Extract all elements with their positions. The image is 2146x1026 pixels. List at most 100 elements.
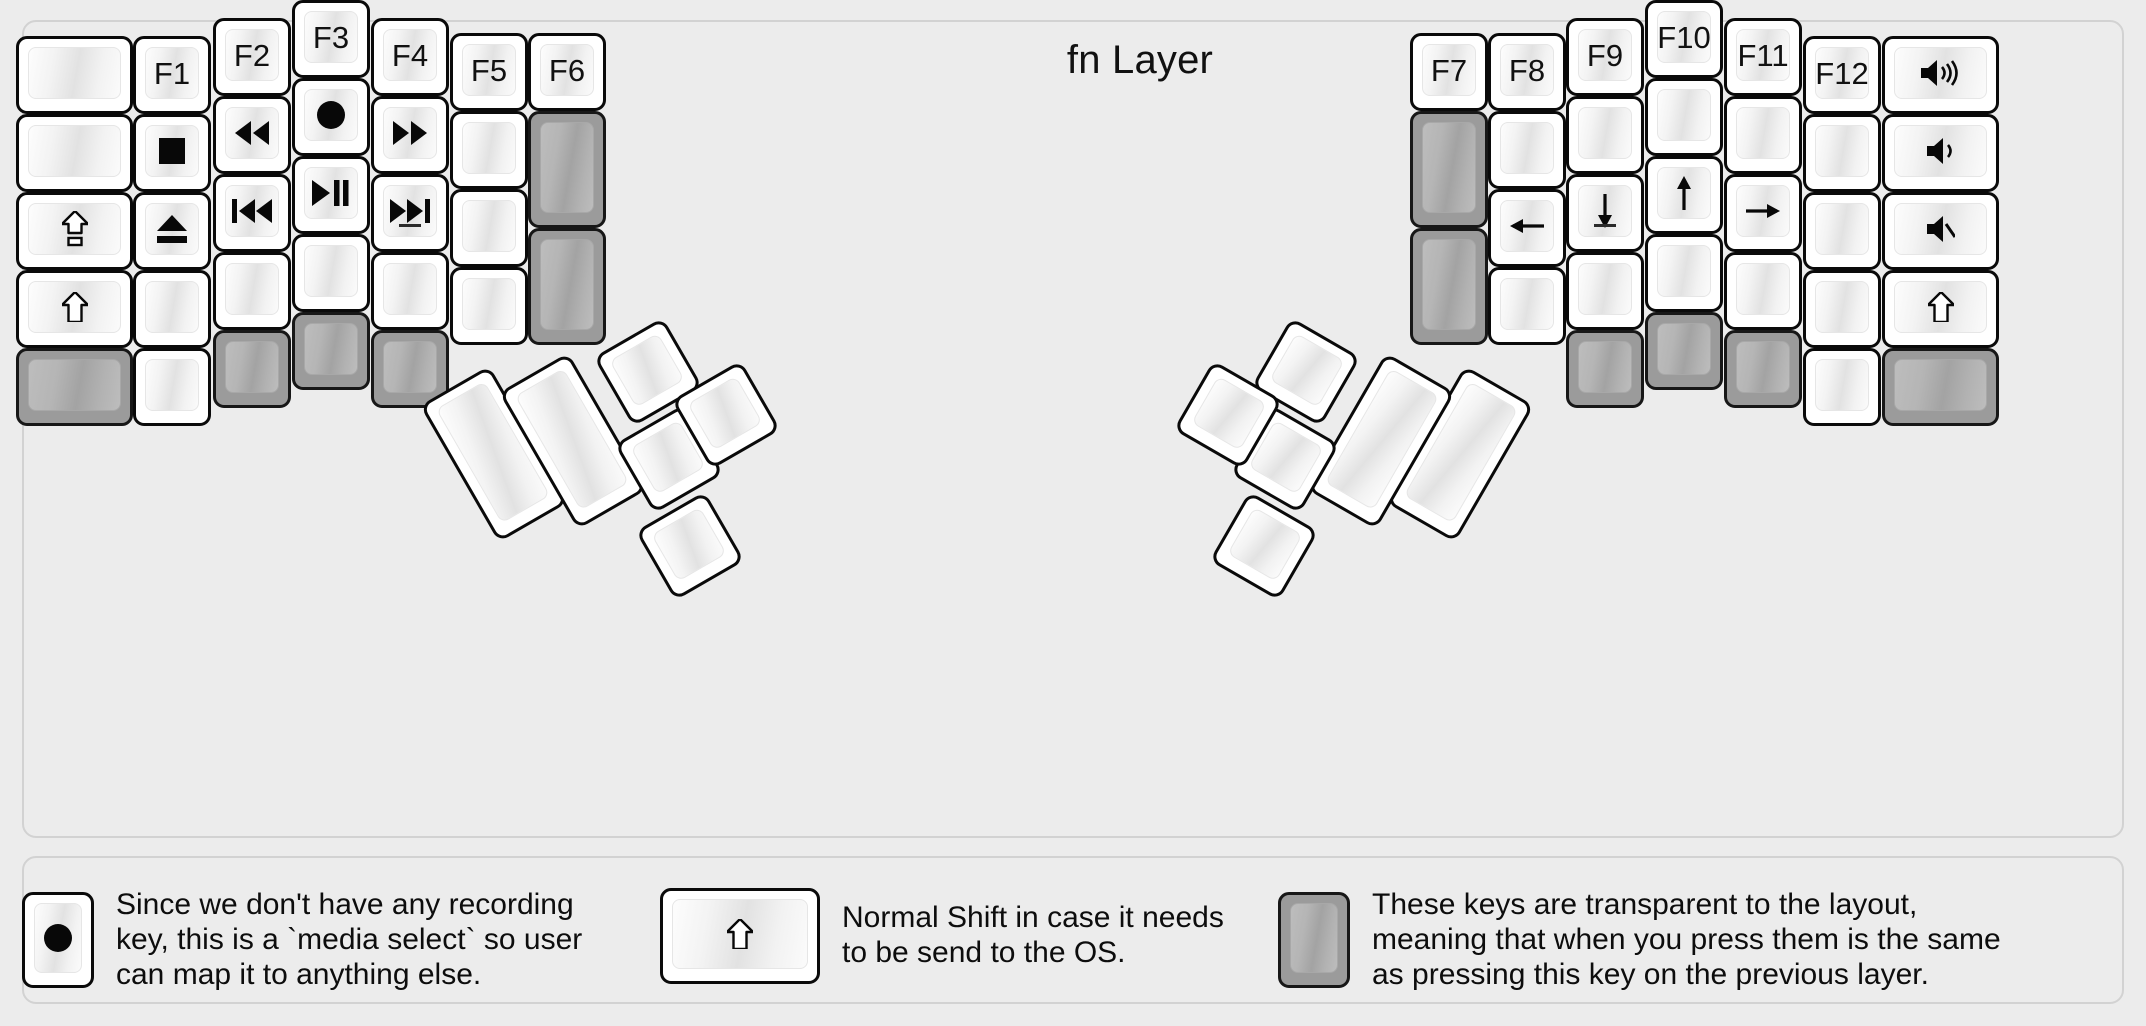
col-middle-key-1[interactable]: F3 <box>292 0 370 78</box>
col-ring-key-2[interactable] <box>1724 96 1802 174</box>
col-inner-extra-key-2[interactable] <box>528 111 606 228</box>
col-pinky-key-5[interactable] <box>1803 348 1881 426</box>
col-pinky-key-1[interactable]: F1 <box>133 36 211 114</box>
key-cap-surface <box>383 341 437 393</box>
col-index-inner-key-2[interactable] <box>450 111 528 189</box>
key-cap-surface <box>28 47 121 99</box>
key-cap-surface <box>462 200 516 252</box>
key-cap-surface <box>1657 245 1711 297</box>
col-pinky-outer-key-5[interactable] <box>1882 348 1999 426</box>
key-cap-surface <box>34 903 82 974</box>
homing-bar <box>1594 224 1616 227</box>
col-pinky-key-3[interactable] <box>1803 192 1881 270</box>
key-legend-stack <box>1501 279 1553 329</box>
col-ring-key-4[interactable] <box>1724 252 1802 330</box>
col-index-inner-key-3[interactable] <box>450 189 528 267</box>
col-index-inner-key-1[interactable]: F5 <box>450 33 528 111</box>
col-pinky-key-1[interactable]: F12 <box>1803 36 1881 114</box>
key-legend-stack <box>1193 377 1266 449</box>
col-index-inner-key-3[interactable] <box>1488 189 1566 267</box>
col-middle-key-5[interactable] <box>1645 312 1723 390</box>
media-record-icon <box>44 924 72 953</box>
arrow-up-icon <box>1673 176 1695 210</box>
col-pinky-outer-key-3[interactable] <box>16 192 133 270</box>
col-ring-key-5[interactable] <box>213 330 291 408</box>
col-middle-key-3[interactable] <box>1645 156 1723 234</box>
col-pinky-key-4[interactable] <box>1803 270 1881 348</box>
col-index-key-1[interactable]: F9 <box>1566 18 1644 96</box>
col-middle-key-4[interactable] <box>292 234 370 312</box>
col-ring-key-2[interactable] <box>213 96 291 174</box>
key-legend-stack <box>1423 240 1475 329</box>
col-middle-key-2[interactable] <box>1645 78 1723 156</box>
col-pinky-outer-key-1[interactable] <box>1882 36 1999 114</box>
key-cap-surface <box>145 125 199 177</box>
key-cap-surface <box>28 125 121 177</box>
key-legend-stack <box>1271 334 1344 406</box>
col-ring-key-1[interactable]: F11 <box>1724 18 1802 96</box>
key-legend-stack <box>1579 264 1631 314</box>
key-legend-stack <box>1579 342 1631 392</box>
key-cap-surface <box>462 278 516 330</box>
col-inner-extra-key-1[interactable]: F7 <box>1410 33 1488 111</box>
col-inner-extra-key-3[interactable] <box>528 228 606 345</box>
col-pinky-outer-key-5[interactable] <box>16 348 133 426</box>
col-ring-key-1[interactable]: F2 <box>213 18 291 96</box>
key-legend-stack: F6 <box>541 45 593 95</box>
arrow-left-icon <box>1510 215 1544 237</box>
col-middle-key-3[interactable] <box>292 156 370 234</box>
col-index-inner-key-4[interactable] <box>450 267 528 345</box>
col-index-key-2[interactable] <box>1566 96 1644 174</box>
col-ring-key-4[interactable] <box>213 252 291 330</box>
key-cap-surface <box>672 899 808 969</box>
col-index-key-3[interactable] <box>371 174 449 252</box>
col-index-key-5[interactable] <box>1566 330 1644 408</box>
key-cap-surface <box>225 185 279 237</box>
key-label: F9 <box>1586 37 1624 73</box>
legend-media-select: Since we don't have any recording key, t… <box>22 888 582 992</box>
col-pinky-outer-key-3[interactable] <box>1882 192 1999 270</box>
col-index-inner-key-2[interactable] <box>1488 111 1566 189</box>
key-legend-stack: F1 <box>146 48 198 98</box>
col-pinky-key-2[interactable] <box>1803 114 1881 192</box>
col-pinky-outer-key-2[interactable] <box>1882 114 1999 192</box>
key-cap-surface <box>540 239 594 330</box>
page-title: fn Layer <box>1066 38 1214 82</box>
col-middle-key-1[interactable]: F10 <box>1645 0 1723 78</box>
col-inner-extra-key-2[interactable] <box>1410 111 1488 228</box>
col-middle-key-5[interactable] <box>292 312 370 390</box>
col-index-inner-key-1[interactable]: F8 <box>1488 33 1566 111</box>
key-legend-stack: F10 <box>1658 12 1710 62</box>
key-legend-stack <box>1816 282 1868 332</box>
col-middle-key-2[interactable] <box>292 78 370 156</box>
key-legend-stack <box>29 204 120 254</box>
col-inner-extra-key-1[interactable]: F6 <box>528 33 606 111</box>
col-middle-key-4[interactable] <box>1645 234 1723 312</box>
col-pinky-key-4[interactable] <box>133 270 211 348</box>
col-index-inner-key-4[interactable] <box>1488 267 1566 345</box>
key-cap-surface: F4 <box>383 29 437 81</box>
col-pinky-outer-key-2[interactable] <box>16 114 133 192</box>
key-cap-surface <box>1227 506 1303 582</box>
col-ring-key-5[interactable] <box>1724 330 1802 408</box>
col-inner-extra-key-3[interactable] <box>1410 228 1488 345</box>
col-index-key-4[interactable] <box>1566 252 1644 330</box>
key-legend-stack <box>146 360 198 410</box>
col-index-key-1[interactable]: F4 <box>371 18 449 96</box>
col-pinky-outer-key-4[interactable] <box>16 270 133 348</box>
col-pinky-outer-key-1[interactable] <box>16 36 133 114</box>
col-pinky-key-5[interactable] <box>133 348 211 426</box>
col-ring-key-3[interactable] <box>213 174 291 252</box>
key-legend-stack <box>1579 186 1631 236</box>
col-pinky-key-3[interactable] <box>133 192 211 270</box>
col-pinky-key-2[interactable] <box>133 114 211 192</box>
key-cap-surface <box>383 263 437 315</box>
col-pinky-outer-key-4[interactable] <box>1882 270 1999 348</box>
key-cap-surface <box>1290 903 1338 974</box>
key-label: F4 <box>391 37 429 73</box>
col-index-key-4[interactable] <box>371 252 449 330</box>
key-cap-surface: F2 <box>225 29 279 81</box>
col-ring-key-3[interactable] <box>1724 174 1802 252</box>
col-index-key-3[interactable] <box>1566 174 1644 252</box>
col-index-key-2[interactable] <box>371 96 449 174</box>
